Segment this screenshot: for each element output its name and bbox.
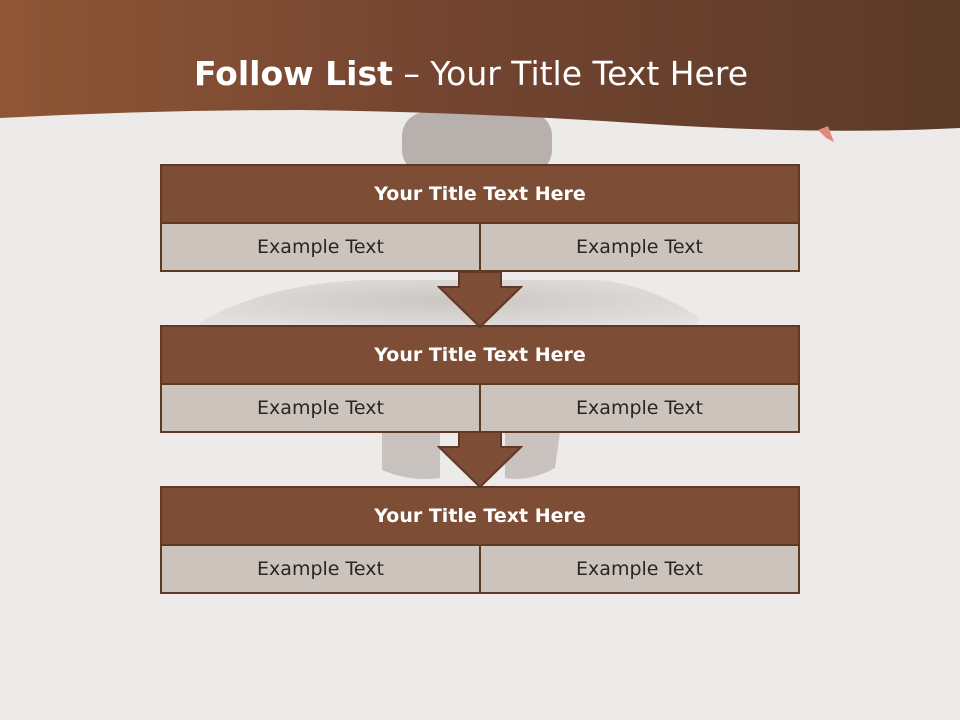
block-title: Your Title Text Here [162,327,798,383]
block-cell-left: Example Text [162,385,479,431]
list-block-2: Your Title Text Here Example Text Exampl… [160,325,800,433]
list-block-1: Your Title Text Here Example Text Exampl… [160,164,800,272]
block-cell-left: Example Text [162,546,479,592]
background-figure [200,112,700,479]
down-arrow-icon [437,431,523,489]
block-title: Your Title Text Here [162,488,798,544]
block-cell-right: Example Text [481,546,798,592]
block-row: Example Text Example Text [162,385,798,431]
block-cell-left: Example Text [162,224,479,270]
slide-title: Follow List – Your Title Text Here [0,54,942,93]
list-block-3: Your Title Text Here Example Text Exampl… [160,486,800,594]
block-title: Your Title Text Here [162,166,798,222]
title-bold: Follow List [193,54,393,93]
down-arrow-icon [437,271,523,329]
title-rest: – Your Title Text Here [403,54,749,93]
block-cell-right: Example Text [481,385,798,431]
block-row: Example Text Example Text [162,224,798,270]
title-banner [0,0,960,131]
block-row: Example Text Example Text [162,546,798,592]
block-cell-right: Example Text [481,224,798,270]
